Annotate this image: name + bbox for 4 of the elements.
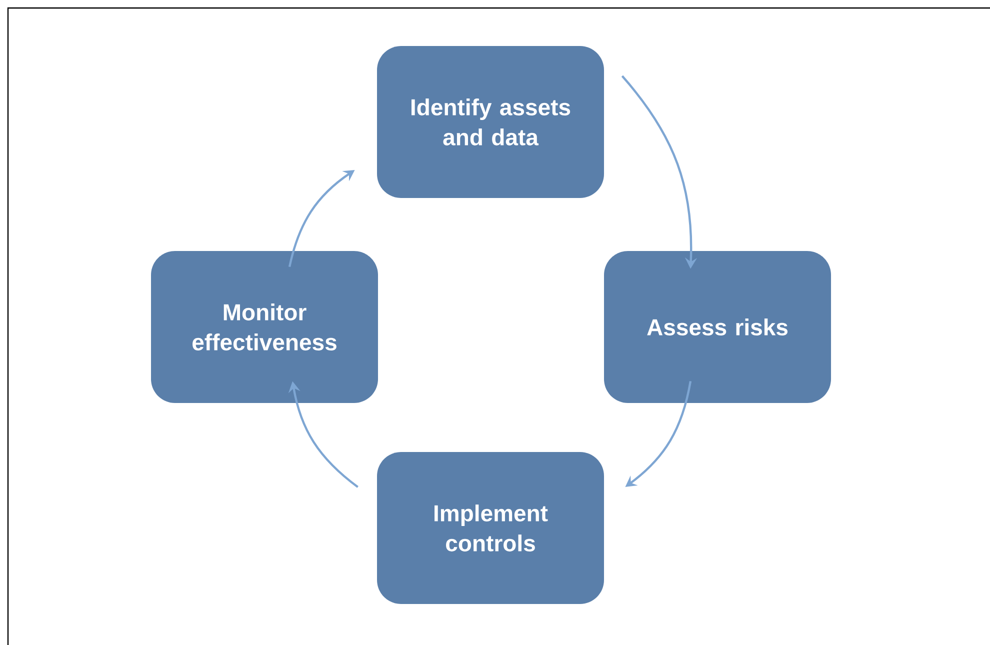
process-box: Monitor effectiveness [151,251,378,403]
process-box: Implement controls [377,452,604,604]
process-box: Identify assets and data [377,46,604,198]
process-box: Assess risks [604,251,831,403]
